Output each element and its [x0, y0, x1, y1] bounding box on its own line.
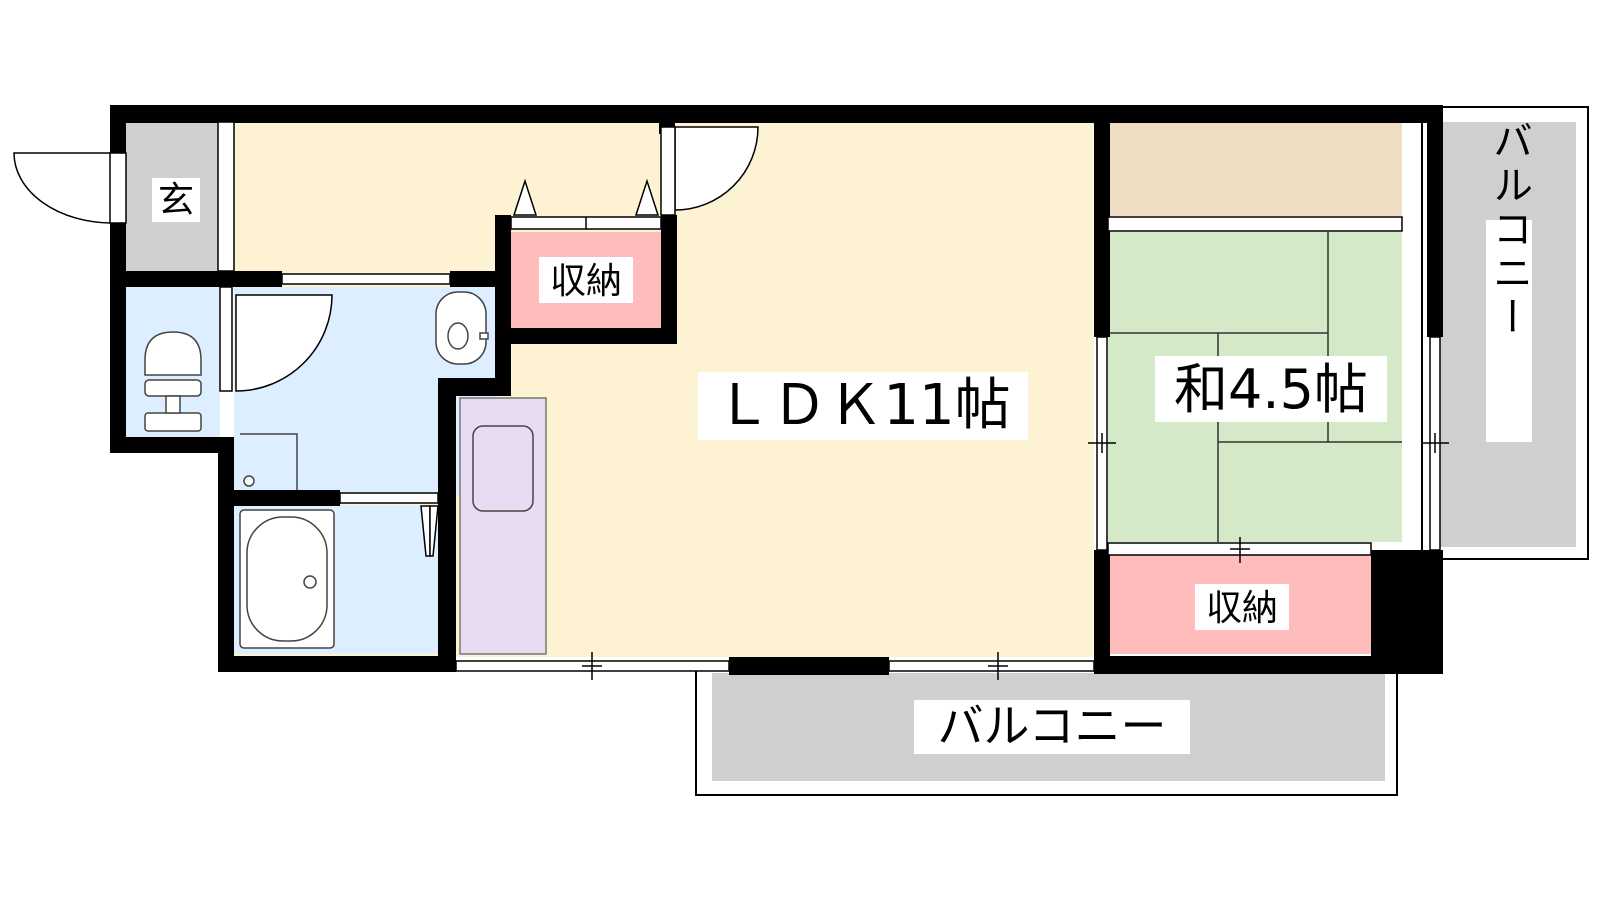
storage-right-label: 収納: [1206, 588, 1278, 629]
storage-top-doors: [510, 178, 662, 230]
storage-right-label-group: 収納: [1195, 584, 1289, 630]
genkan-label-group: 玄: [152, 178, 200, 222]
balcony-right: [1421, 106, 1589, 560]
toilet-fixture: [144, 331, 202, 432]
balcony-right-label-group: バルコニー: [1486, 120, 1532, 442]
bathtub: [239, 509, 335, 649]
washitsu-label-group: 和4.5帖: [1155, 356, 1387, 422]
balcony-right-label: バルコニー: [1486, 120, 1532, 340]
bath-folding-door: [420, 505, 439, 557]
washing-machine-space: [240, 433, 298, 492]
ldk-label-group: ＬＤＫ11帖: [698, 372, 1028, 440]
wash-basin: [435, 291, 489, 365]
oshiire-top: [1108, 122, 1402, 216]
sink-basin: [472, 425, 534, 512]
balcony-bottom-label: バルコニー: [937, 699, 1166, 753]
door-swings: [13, 121, 759, 392]
balcony-bottom-label-group: バルコニー: [914, 699, 1190, 754]
storage-top-label: 収納: [550, 261, 622, 302]
storage-top-label-group: 収納: [539, 257, 633, 303]
genkan-label: 玄: [158, 180, 194, 221]
window-ticks: [582, 433, 1449, 680]
ldk-label: ＬＤＫ11帖: [715, 373, 1010, 438]
washitsu-label: 和4.5帖: [1174, 358, 1368, 421]
walls: [110, 105, 1443, 675]
